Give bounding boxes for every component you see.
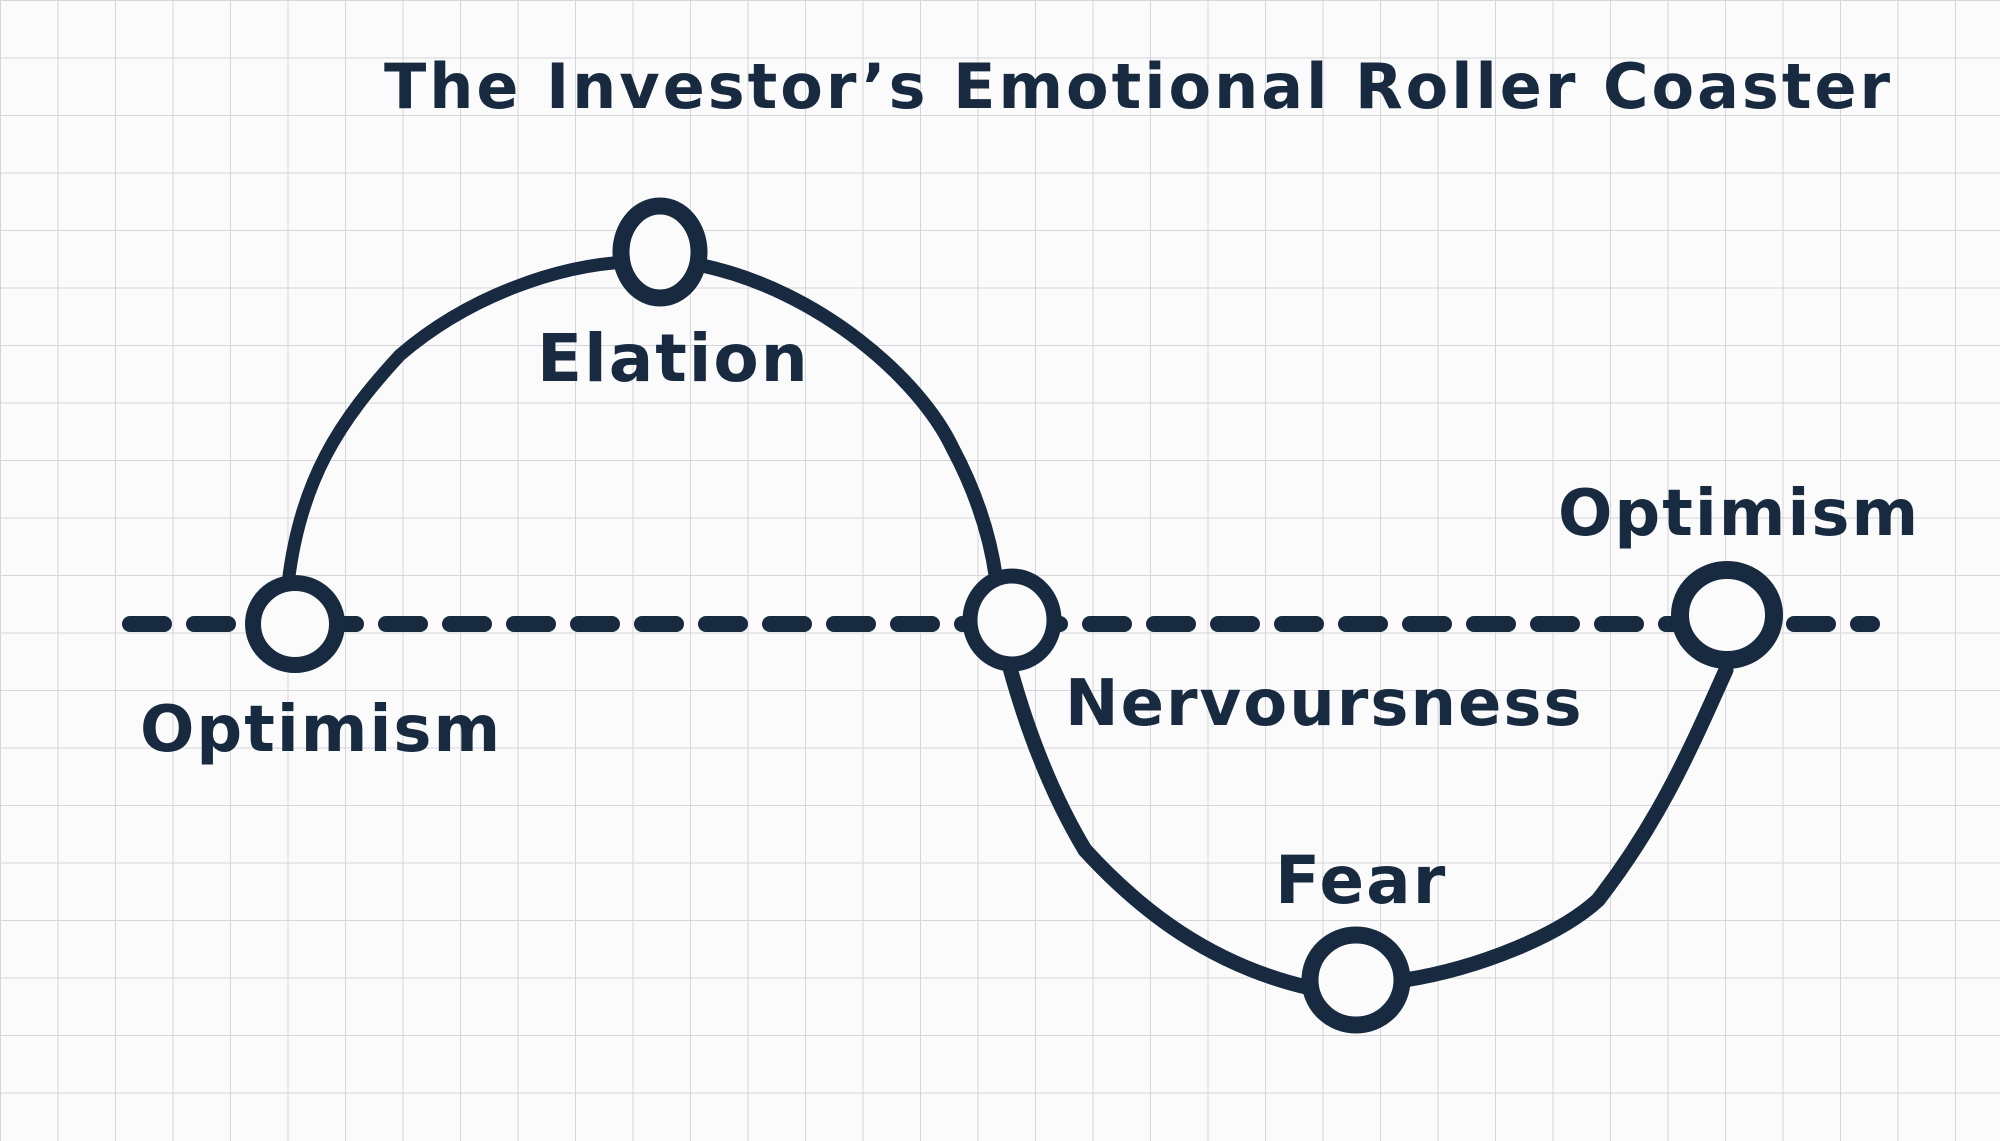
- stage-label-optimism-start: Optimism: [140, 693, 503, 767]
- fear-node: [1301, 926, 1411, 1034]
- recovery-curve: [1397, 662, 1734, 988]
- falling-curve: [693, 258, 1003, 585]
- stage-label-optimism-end: Optimism: [1558, 477, 1921, 551]
- nervousness-node: [962, 568, 1062, 672]
- elation-node: [612, 197, 708, 307]
- diagram-title: The Investor’s Emotional Roller Coaster: [384, 50, 1894, 123]
- optimism-end-node: [1671, 561, 1783, 669]
- optimism-start-node: [245, 575, 345, 673]
- dip-curve: [1002, 660, 1318, 996]
- stage-label-elation: Elation: [537, 320, 810, 397]
- stage-label-nervousness: Nervoursness: [1065, 667, 1584, 741]
- stage-label-fear: Fear: [1275, 842, 1448, 919]
- rising-curve: [281, 255, 635, 591]
